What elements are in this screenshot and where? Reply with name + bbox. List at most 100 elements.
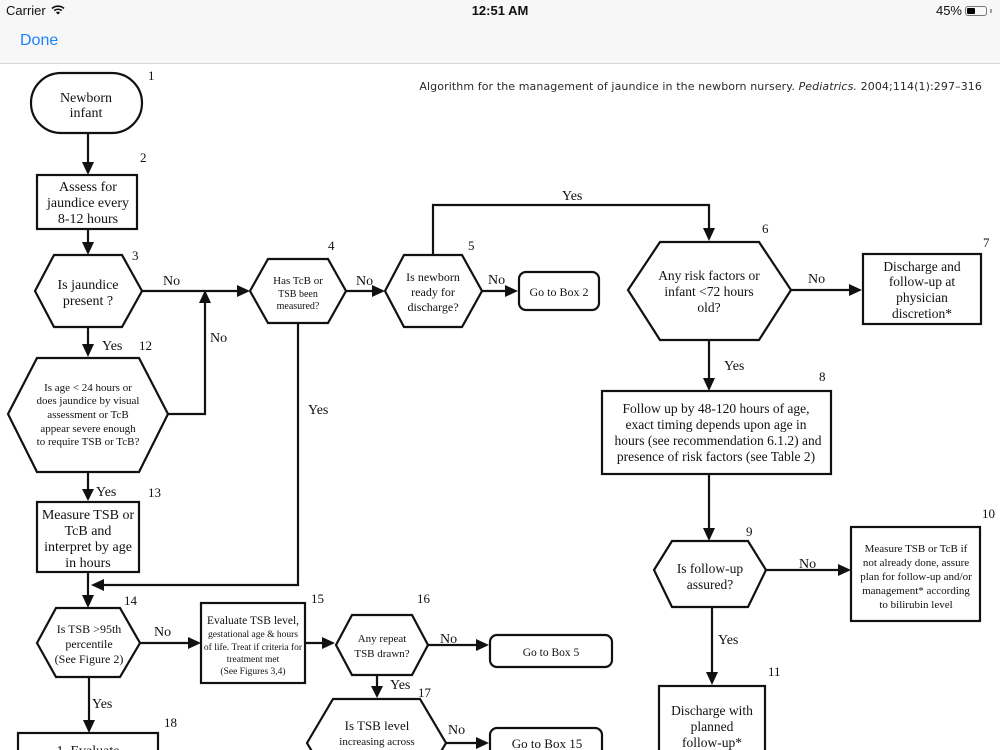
node-text: Newborn — [60, 91, 112, 106]
node-number: 8 — [819, 369, 826, 384]
node-number: 12 — [139, 338, 152, 353]
arrow-head — [703, 378, 715, 391]
edge-label: No — [808, 272, 825, 287]
edge-label: No — [163, 274, 180, 289]
node-text: assured? — [687, 577, 733, 592]
node-number: 15 — [311, 591, 324, 606]
status-bar: Carrier 12:51 AM 45% — [0, 0, 1000, 22]
arrow-head — [849, 284, 862, 296]
battery-percent: 45% — [935, 3, 962, 18]
node-text: TcB and — [65, 524, 112, 539]
arrow-head — [371, 686, 383, 698]
node-number: 4 — [328, 238, 335, 253]
node-text: assessment or TcB — [47, 409, 129, 421]
node-13-measure-interpret: Measure TSB or TcB and interpret by age … — [35, 485, 161, 574]
node-text: appear severe enough — [40, 423, 136, 435]
edge-label: Yes — [308, 403, 328, 418]
node-number: 1 — [148, 68, 155, 83]
node-text: Is TSB level — [345, 718, 410, 733]
battery-tip — [990, 8, 992, 13]
node-text: old? — [697, 300, 720, 315]
edge-label: No — [448, 723, 465, 738]
node-text: 1. Evaluate — [57, 744, 120, 750]
node-text: increasing across — [339, 736, 414, 748]
node-text: Assess for — [59, 180, 117, 195]
arrow-head — [91, 579, 104, 591]
battery-fill — [967, 7, 976, 14]
node-number: 14 — [124, 593, 138, 608]
node-number: 2 — [140, 150, 147, 165]
node-text: to bilirubin level — [879, 599, 952, 611]
arrow-head — [703, 528, 715, 541]
node-number: 10 — [982, 506, 995, 521]
node-15-evaluate-tsb: Evaluate TSB level, gestational age & ho… — [199, 591, 324, 685]
node-text: treatment met — [227, 655, 280, 665]
node-text: present ? — [63, 294, 113, 309]
node-4-tcb-tsb-measured: Has TcB or TSB been measured? 4 — [248, 238, 348, 325]
node-2-assess-jaundice: Assess for jaundice every 8-12 hours 2 — [35, 150, 147, 231]
node-text: Is follow-up — [677, 561, 744, 576]
node-text: Is jaundice — [57, 278, 118, 293]
node-text: Go to Box 2 — [529, 285, 588, 299]
arrow-head — [476, 639, 489, 651]
arrow-head — [476, 737, 489, 749]
node-text: to require TSB or TcB? — [37, 436, 140, 448]
node-text: Is newborn — [406, 270, 460, 284]
node-text: Evaluate TSB level, — [207, 615, 299, 627]
edge-label: No — [440, 632, 457, 647]
node-number: 18 — [164, 715, 177, 730]
node-text: TSB been — [278, 289, 318, 300]
node-16-repeat-tsb: Any repeat TSB drawn? 16 — [334, 591, 431, 677]
edge-labels: No Yes No Yes No Yes No Yes No Yes No Ye… — [92, 189, 825, 738]
edge-label: Yes — [96, 485, 116, 500]
node-text: discretion* — [892, 306, 952, 321]
node-text: measured? — [277, 301, 320, 312]
node-8-follow-up-timing: Follow up by 48-120 hours of age, exact … — [600, 369, 833, 476]
citation-reference: 2004;114(1):297–316 — [860, 80, 982, 93]
node-text: Discharge and — [883, 259, 961, 274]
node-text: Is TSB >95th — [57, 622, 122, 636]
node-5-ready-for-discharge: Is newborn ready for discharge? 5 — [383, 238, 484, 329]
node-text: presence of risk factors (see Table 2) — [617, 449, 815, 464]
node-text: not already done, assure — [863, 557, 969, 569]
node-text: gestational age & hours — [208, 630, 298, 640]
node-number: 16 — [417, 591, 431, 606]
clock: 12:51 AM — [471, 3, 529, 18]
node-number: 3 — [132, 248, 139, 263]
node-text: 8-12 hours — [58, 212, 118, 227]
arrow-head — [82, 595, 94, 608]
done-button[interactable]: Done — [20, 32, 59, 49]
node-18-evaluate: 1. Evaluate 18 — [16, 715, 177, 750]
node-text: Measure TSB or TcB if — [865, 543, 968, 555]
connectors — [82, 133, 862, 749]
document-viewer[interactable]: Algorithm for the management of jaundice… — [0, 64, 1000, 750]
battery-indicator: 45% — [936, 3, 992, 18]
edge-label: Yes — [92, 697, 112, 712]
node-1-newborn-infant: Newborn infant 1 — [29, 68, 155, 135]
node-number: 6 — [762, 221, 769, 236]
arrow-head — [188, 637, 201, 649]
carrier-label: Carrier — [6, 3, 46, 18]
edge-label: Yes — [718, 633, 738, 648]
node-text: management* according — [862, 585, 970, 597]
battery-icon — [965, 5, 987, 16]
node-text: TSB drawn? — [354, 648, 409, 660]
edge-label: No — [488, 273, 505, 288]
node-text: hours (see recommendation 6.1.2) and — [615, 433, 822, 448]
arrow-head — [82, 242, 94, 255]
node-text: Measure TSB or — [42, 508, 135, 523]
arrow-head — [372, 285, 385, 297]
node-number: 11 — [768, 664, 781, 679]
arrow-head — [83, 720, 95, 733]
node-3-jaundice-present: Is jaundice present ? 3 — [33, 248, 144, 329]
node-7-discharge-physician-discretion: Discharge and follow-up at physician dis… — [861, 235, 990, 326]
node-number: 17 — [418, 685, 432, 700]
node-text: Go to Box 15 — [512, 736, 582, 750]
citation-journal: Pediatrics. — [798, 80, 858, 93]
node-text: interpret by age — [44, 540, 132, 555]
edge-label: Yes — [102, 339, 122, 354]
node-text: follow-up* — [682, 735, 742, 750]
node-text: Any risk factors or — [658, 268, 760, 283]
carrier-indicator: Carrier — [6, 3, 65, 18]
node-text: (See Figures 3,4) — [220, 666, 285, 677]
